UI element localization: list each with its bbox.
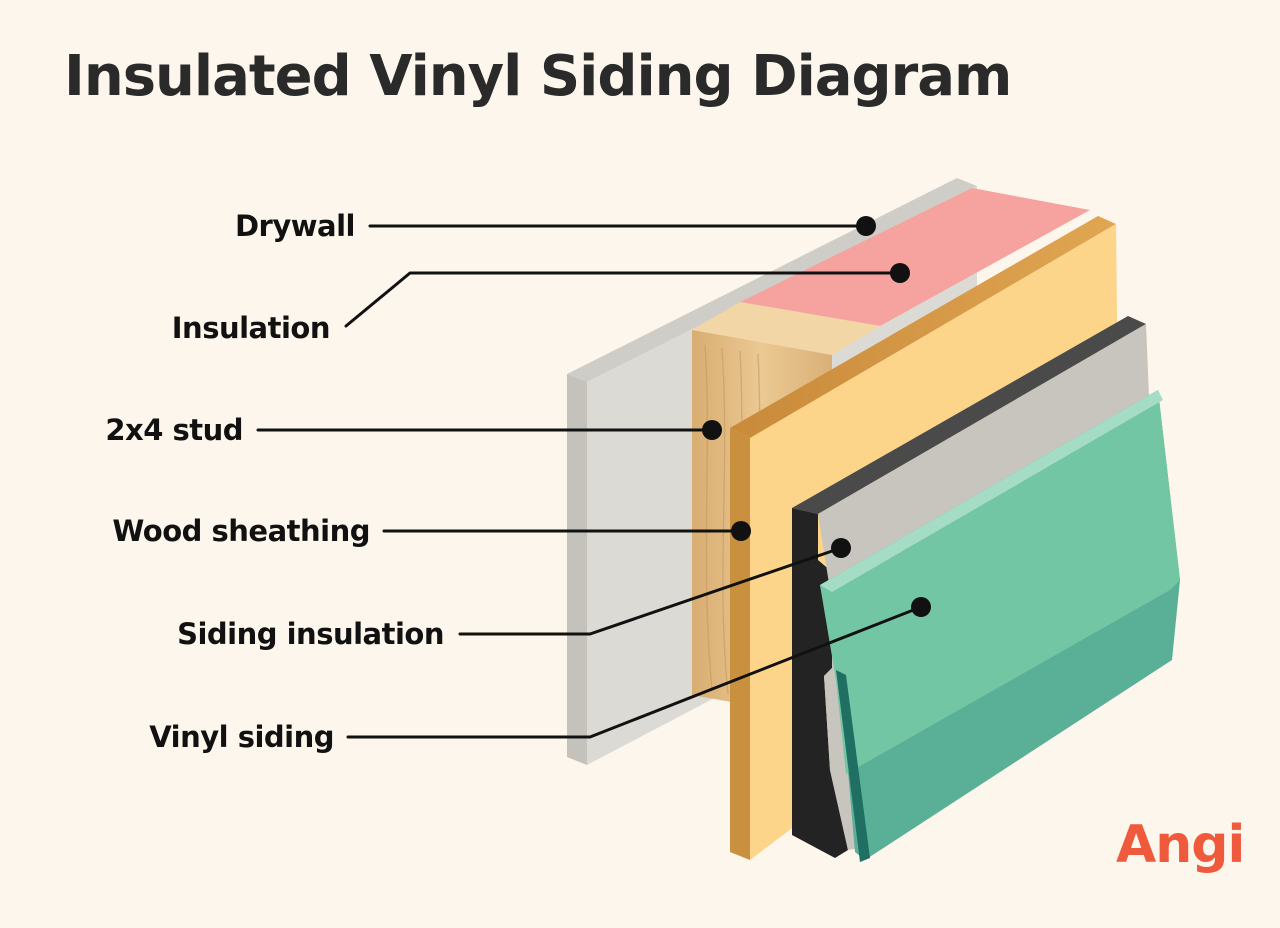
stud-dot — [702, 420, 722, 440]
foam-top-edge — [792, 316, 1146, 514]
label-insulation: Insulation — [171, 311, 331, 345]
insulation-dot — [890, 263, 910, 283]
leader-lines — [256, 224, 923, 739]
vinyl-top-lip — [820, 390, 1163, 592]
label-drywall: Drywall — [234, 209, 356, 243]
drywall-side-edge — [567, 374, 587, 765]
label-stud: 2x4 stud — [105, 413, 243, 447]
vinyl-siding-dot — [911, 597, 931, 617]
label-siding-insulation: Siding insulation — [177, 617, 444, 651]
angi-logo: Angi — [1116, 815, 1245, 875]
drywall-dot — [856, 216, 876, 236]
stud-top — [692, 302, 880, 355]
insulation-leader — [344, 271, 902, 328]
callout-dots — [702, 216, 931, 617]
diagram-title: Insulated Vinyl Siding Diagram — [64, 44, 1012, 109]
label-wood-sheathing: Wood sheathing — [112, 514, 370, 548]
label-vinyl-siding: Vinyl siding — [149, 720, 334, 754]
wood-sheathing-dot — [731, 521, 751, 541]
vinyl-upper-course — [820, 390, 1180, 774]
vinyl-siding-leader — [346, 605, 923, 739]
siding-insulation-leader — [458, 546, 843, 636]
sheathing-top-edge — [730, 216, 1116, 438]
vinyl-lower-edge — [836, 670, 870, 862]
siding-insulation-dot — [831, 538, 851, 558]
vinyl-siding-layer — [820, 390, 1180, 862]
foam-edge — [792, 508, 848, 858]
sheathing-side-edge — [730, 428, 750, 860]
insulation-layer — [740, 188, 1090, 326]
